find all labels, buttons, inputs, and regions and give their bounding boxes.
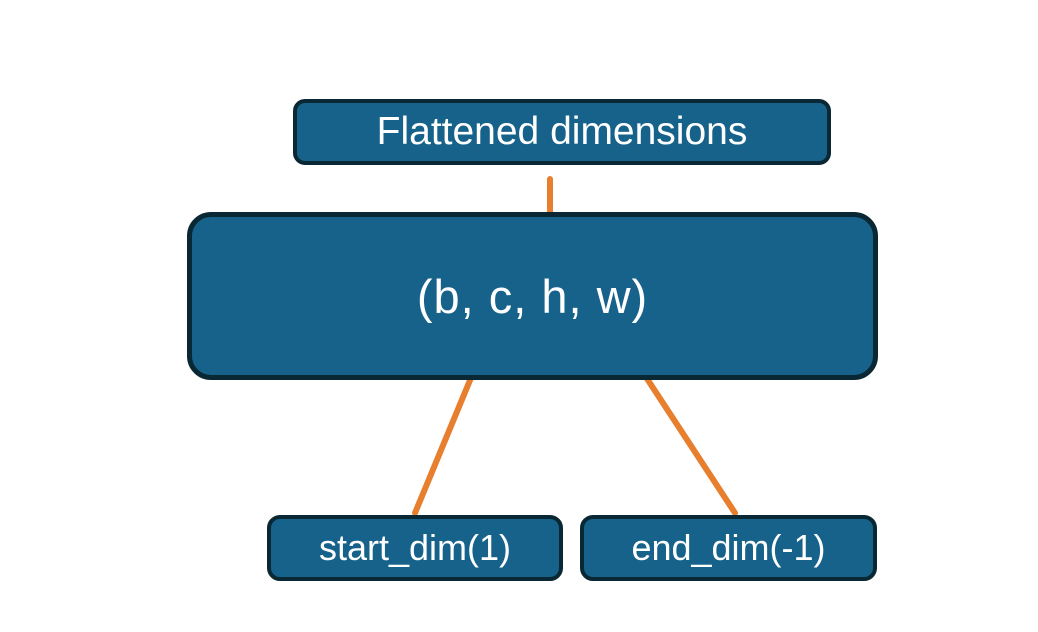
start-dim-box: start_dim(1) [267,515,563,581]
flattened-dimensions-label: Flattened dimensions [376,110,748,153]
flattened-dimensions-box: Flattened dimensions [293,99,831,165]
tensor-shape-box: (b, c, h, w) [187,212,878,380]
end-dim-box: end_dim(-1) [580,515,877,581]
start-dim-label: start_dim(1) [318,527,512,568]
tensor-shape-label: (b, c, h, w) [416,269,649,323]
end-dim-label: end_dim(-1) [631,527,826,568]
